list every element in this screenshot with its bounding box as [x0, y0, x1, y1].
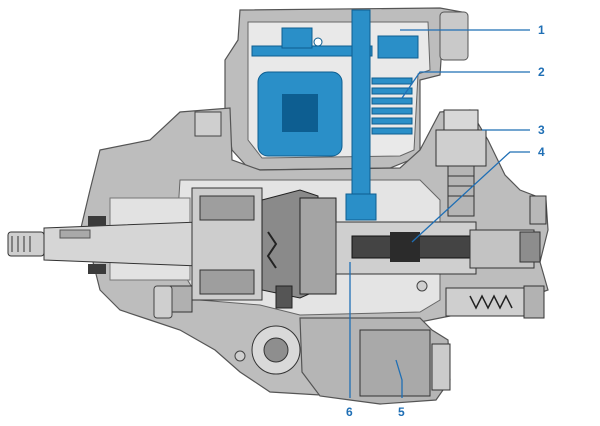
mounting-features: [153, 111, 428, 362]
spring-plate: [371, 107, 413, 115]
gear-teeth-upper: [199, 195, 255, 221]
leader-lines: [349, 29, 530, 398]
actuator-mount: [281, 27, 313, 49]
shaft-tip: [7, 231, 45, 257]
spring-plate: [371, 97, 413, 105]
spring-plate: [371, 77, 413, 85]
control-collar: [390, 232, 420, 262]
shaft-seal-lower: [88, 264, 106, 274]
timing-device: [251, 325, 451, 397]
top-flange: [439, 11, 469, 61]
callout-4: 4: [538, 145, 545, 159]
timing-plug: [431, 343, 451, 391]
coil-winding: [282, 94, 318, 132]
leader-line-5: [395, 359, 403, 398]
actuator-pin: [313, 37, 323, 47]
coupling-spring: [266, 231, 278, 269]
spring-plate: [371, 87, 413, 95]
overflow-nut: [523, 285, 545, 319]
callout-labels: 1 2 3 4 5 6: [346, 23, 545, 419]
outlet-fitting: [529, 195, 547, 225]
delivery-valve: [519, 231, 541, 263]
bearing: [169, 285, 193, 313]
spring-plate: [371, 117, 413, 125]
timing-piston: [263, 337, 289, 363]
solenoid-actuator: [251, 9, 419, 221]
control-spring-stack: [371, 77, 413, 135]
callout-6: 6: [346, 405, 353, 419]
solenoid-valve: [435, 109, 487, 217]
overflow-spring: [469, 294, 513, 310]
spring-plate: [371, 127, 413, 135]
mount-boss: [153, 285, 173, 319]
callout-1: 1: [538, 23, 545, 37]
leader-line-4: [411, 151, 530, 243]
fuel-inlet: [194, 111, 222, 137]
upper-armature: [377, 35, 419, 59]
overflow-valve: [445, 285, 545, 319]
callout-3: 3: [538, 123, 545, 137]
shaft-key: [59, 229, 91, 239]
gear-teeth-lower: [199, 269, 255, 295]
control-shaft: [351, 9, 371, 211]
valve-cap: [443, 109, 479, 131]
control-shaft-tip: [345, 193, 377, 221]
valve-nut: [435, 129, 487, 167]
callout-5: 5: [398, 405, 405, 419]
leader-line-2: [401, 71, 530, 99]
mount-bolt: [234, 350, 246, 362]
valve-stem: [447, 165, 475, 217]
roller: [275, 285, 293, 309]
timing-cover: [359, 329, 431, 397]
shaft-seal-upper: [88, 216, 106, 226]
mount-bolt: [416, 280, 428, 292]
cam-disc: [299, 197, 337, 295]
drive-gear-block: [169, 187, 263, 313]
cam-plate-assembly: [261, 189, 337, 309]
plunger-assembly: [335, 195, 547, 275]
callout-2: 2: [538, 65, 545, 79]
